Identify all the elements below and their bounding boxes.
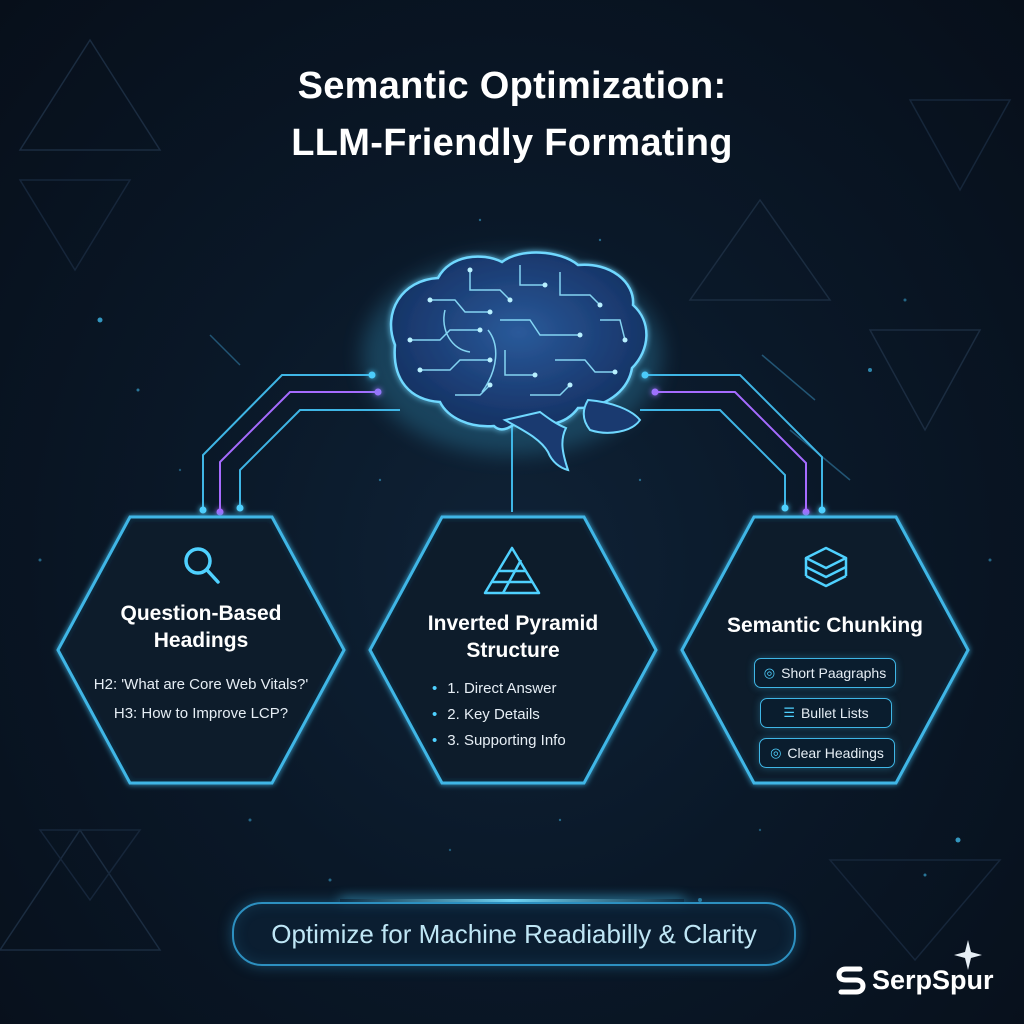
brand-logo: SerpSpur (836, 960, 994, 1000)
card-semantic-chunking (680, 515, 970, 785)
pyramid-icon (483, 546, 541, 595)
footer-glow-line (340, 899, 684, 903)
title-line-1: Semantic Optimization: (297, 65, 727, 107)
card-1-example-h2: H2: 'What are Core Web Vitals?' (93, 676, 309, 693)
brand-s-icon (836, 966, 866, 995)
chunk-pill-headings: ◎ Clear Headings (759, 738, 895, 768)
chunk-pill-paragraphs: ◎ Short Paagraphs (754, 658, 896, 688)
card-2-title-line-2: Structure (466, 639, 560, 662)
list-item: •3. Supporting Info (432, 732, 566, 749)
list-item: •1. Direct Answer (432, 680, 557, 697)
card-1-content: Question-Based Headings H2: 'What are Co… (80, 600, 322, 722)
brand-name: SerpSpur (872, 964, 994, 995)
starfield (38, 218, 992, 902)
paragraph-icon: ◎ (763, 665, 776, 680)
brain-icon (362, 251, 662, 472)
card-1-title-line-2: Headings (153, 629, 249, 652)
chunk-pill-bullets: ☰ Bullet Lists (760, 698, 892, 728)
footer-banner: Optimize for Machine Readiabilly & Clari… (232, 902, 796, 966)
footer-label: Optimize for Machine Readiabilly & Clari… (271, 918, 757, 949)
heading-icon: ◎ (770, 745, 782, 760)
list-item: •2. Key Details (432, 706, 540, 723)
list-icon: ☰ (783, 705, 795, 720)
background-triangles (0, 38, 1012, 962)
card-2-content: Inverted Pyramid Structure (392, 610, 634, 664)
layers-icon (804, 546, 848, 588)
card-1-title: Question-Based (120, 602, 282, 625)
title-line-2: LLM-Friendly Formating (291, 122, 733, 164)
card-question-headings (56, 515, 346, 785)
card-1-example-h3: H3: How to Improve LCP? (113, 705, 289, 722)
brand-star-icon (954, 940, 982, 970)
card-2-steps-list: •1. Direct Answer •2. Key Details •3. Su… (432, 680, 566, 758)
card-inverted-pyramid (368, 515, 658, 785)
card-3-content: Semantic Chunking (704, 612, 946, 639)
magnifier-icon (184, 547, 220, 584)
card-3-title: Semantic Chunking (726, 614, 924, 637)
page-title: Semantic Optimization: LLM-Friendly Form… (0, 58, 1024, 172)
card-2-title: Inverted Pyramid (427, 612, 599, 635)
connector-lines (202, 374, 823, 512)
